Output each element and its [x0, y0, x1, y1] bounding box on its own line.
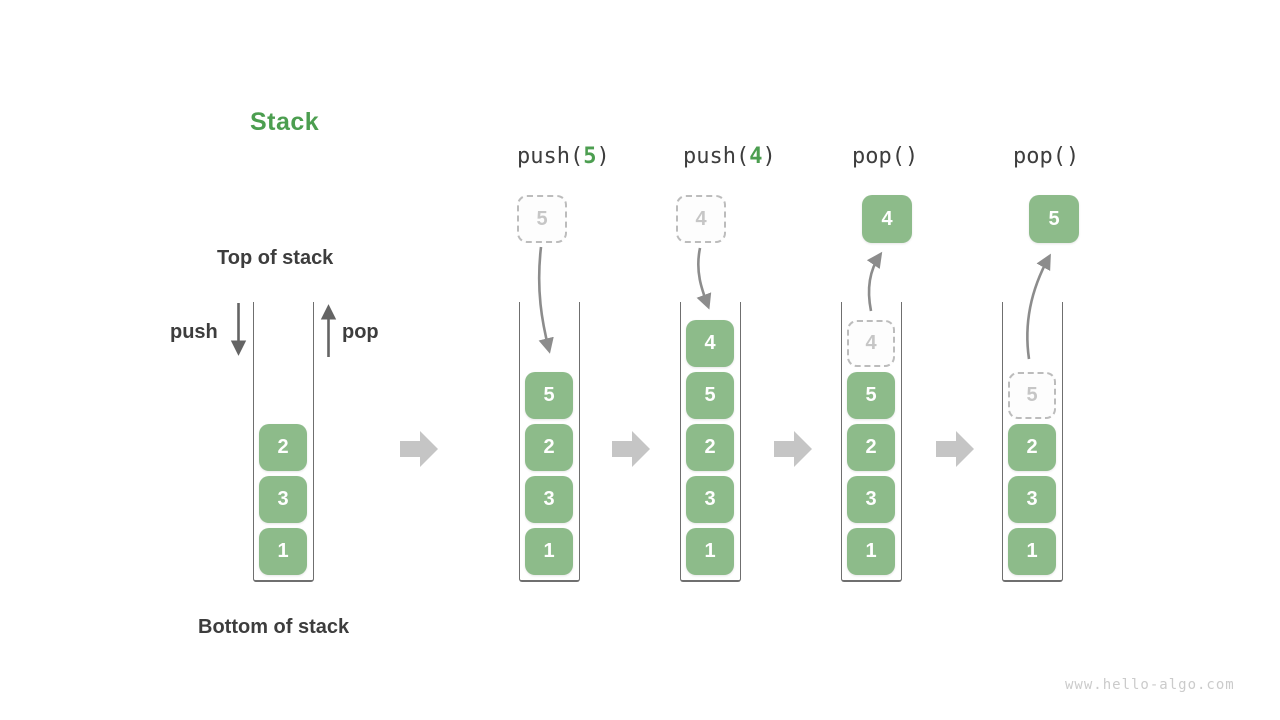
stack-cell: 2 [525, 424, 573, 471]
stack-cell: 4 [686, 320, 734, 367]
op-label-pop-2: pop() [1013, 144, 1079, 169]
stack-cell: 3 [525, 476, 573, 523]
stack-cell: 3 [686, 476, 734, 523]
top-of-stack-label: Top of stack [217, 247, 334, 269]
step-arrow-icon [936, 431, 974, 467]
push-curve-arrow-icon [696, 247, 712, 310]
op-label-push-4: push(4) [683, 144, 776, 169]
op-prefix: push( [517, 144, 584, 169]
popped-value-box: 4 [862, 195, 912, 243]
op-suffix: ) [596, 144, 610, 169]
op-label-pop-1: pop() [852, 144, 918, 169]
step-arrow-icon [774, 431, 812, 467]
stack-cell: 1 [259, 528, 307, 575]
stack-cell: 1 [525, 528, 573, 575]
incoming-value-box: 5 [517, 195, 567, 243]
op-arg: 4 [749, 144, 763, 169]
stack-cell: 3 [259, 476, 307, 523]
step-arrow-icon [612, 431, 650, 467]
op-label-push-5: push(5) [517, 144, 610, 169]
op-prefix: pop() [1013, 144, 1080, 169]
stack-cell: 2 [1008, 424, 1056, 471]
ghost-cell: 5 [1008, 372, 1056, 419]
page-title: Stack [250, 108, 320, 136]
op-arg: 5 [583, 144, 597, 169]
stack-cell: 2 [686, 424, 734, 471]
bottom-of-stack-label: Bottom of stack [198, 616, 350, 638]
push-label: push [170, 321, 218, 343]
stack-cell: 3 [1008, 476, 1056, 523]
step-arrow-icon [400, 431, 438, 467]
watermark: www.hello-algo.com [1065, 677, 1235, 693]
stack-cell: 5 [686, 372, 734, 419]
ghost-cell: 4 [847, 320, 895, 367]
stack-cell: 5 [525, 372, 573, 419]
stack-cell: 3 [847, 476, 895, 523]
popped-value-box: 5 [1029, 195, 1079, 243]
stack-cell: 5 [847, 372, 895, 419]
incoming-value-box: 4 [676, 195, 726, 243]
op-suffix: ) [762, 144, 776, 169]
stack-cell: 1 [1008, 528, 1056, 575]
op-prefix: push( [683, 144, 750, 169]
stack-cell: 2 [847, 424, 895, 471]
op-prefix: pop() [852, 144, 919, 169]
stack-cell: 1 [686, 528, 734, 575]
pop-label: pop [342, 321, 379, 343]
stack-cell: 1 [847, 528, 895, 575]
stack-cell: 2 [259, 424, 307, 471]
